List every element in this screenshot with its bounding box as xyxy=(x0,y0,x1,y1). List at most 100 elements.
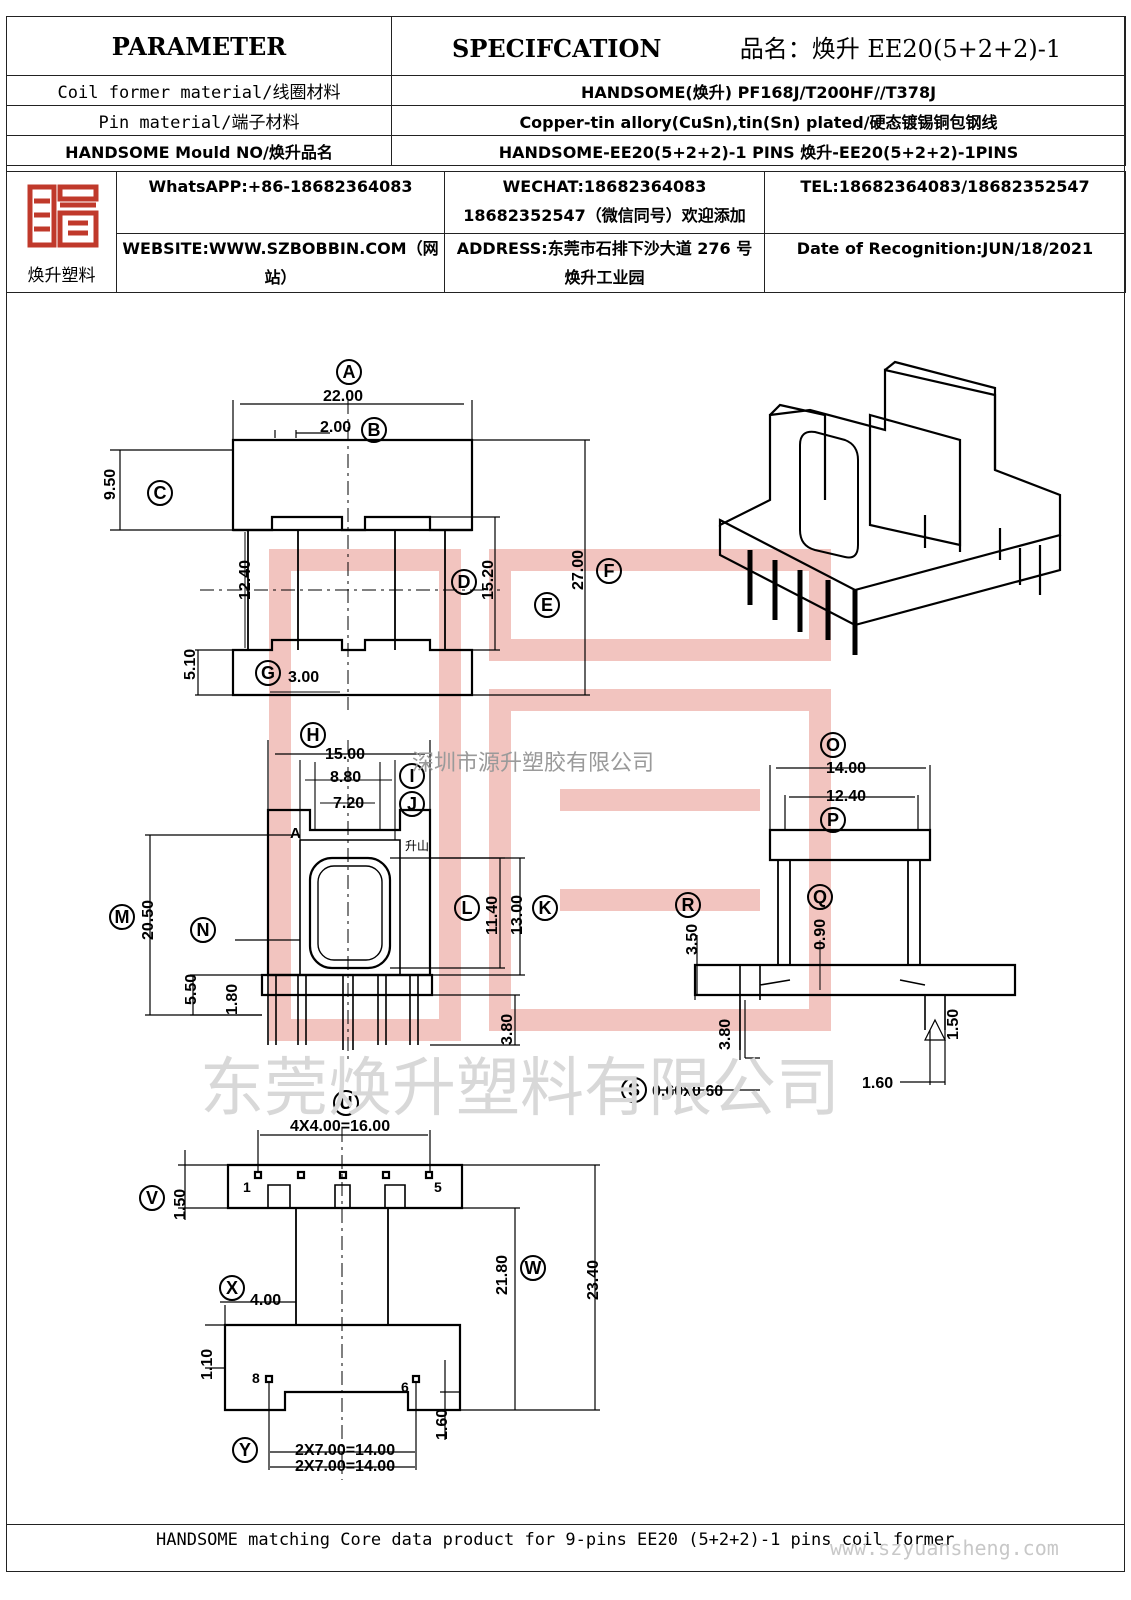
specification-heading: SPECIFCATION xyxy=(452,33,662,63)
svg-text:V: V xyxy=(146,1188,158,1208)
spec-heading-cell: SPECIFCATION 品名：焕升 EE20(5+2+2)-1 xyxy=(391,16,1126,76)
dim-w2340: 23.40 xyxy=(585,1260,602,1300)
pin-8: 8 xyxy=(252,1370,260,1386)
dim-v: 1.50 xyxy=(172,1189,189,1220)
dim-r380: 3.80 xyxy=(717,1019,734,1050)
svg-text:G: G xyxy=(261,663,275,683)
dim-r: 3.50 xyxy=(684,924,701,955)
ref-u: U xyxy=(333,1090,359,1116)
dim-r160: 1.60 xyxy=(862,1075,893,1092)
logo-watermark xyxy=(269,549,831,1041)
dim-w: 21.80 xyxy=(494,1255,511,1295)
dim-e: 27.00 xyxy=(570,550,587,590)
company-logo xyxy=(27,184,98,247)
ref-q: Q xyxy=(807,884,833,910)
dim-d: 15.20 xyxy=(480,560,497,600)
dim-m: 20.50 xyxy=(140,900,157,940)
svg-text:P: P xyxy=(827,810,839,830)
svg-text:K: K xyxy=(539,898,552,918)
dim-r150: 1.50 xyxy=(945,1009,962,1040)
side-view xyxy=(660,765,1017,1091)
svg-text:B: B xyxy=(368,420,381,440)
ref-d: D xyxy=(451,569,477,595)
coil-material-label: Coil former material/线圈材料 xyxy=(6,75,392,106)
footer-caption: HANDSOME matching Core data product for … xyxy=(6,1524,1125,1556)
dim-l: 11.40 xyxy=(484,896,501,935)
svg-text:J: J xyxy=(407,794,417,814)
svg-text:L: L xyxy=(462,898,473,918)
svg-text:M: M xyxy=(115,907,130,927)
pin-5: 5 xyxy=(434,1179,442,1195)
pin-6: 6 xyxy=(401,1379,409,1395)
address: ADDRESS:东莞市石排下沙大道 276 号焕升工业园 xyxy=(444,233,765,293)
dim-k: 13.00 xyxy=(509,895,526,935)
watermark-big: 东莞焕升塑料有限公司 xyxy=(200,1052,840,1124)
mould-no-label: HANDSOME Mould NO/焕升品名 xyxy=(6,135,392,166)
coil-material-value: HANDSOME(焕升) PF168J/T200HF//T378J xyxy=(391,75,1126,106)
ref-x: X xyxy=(219,1275,245,1301)
ref-b: B xyxy=(361,417,387,443)
dim-b: 2.00 xyxy=(320,419,351,436)
pin-1: 1 xyxy=(243,1179,251,1195)
dim-h: 15.00 xyxy=(325,746,365,763)
svg-text:R: R xyxy=(682,895,695,915)
spec-header-table: PARAMETER SPECIFCATION 品名：焕升 EE20(5+2+2)… xyxy=(6,16,1126,166)
svg-text:H: H xyxy=(307,725,320,745)
dim-y: 2X7.00=14.00 xyxy=(295,1442,395,1459)
dim-p: 12.40 xyxy=(826,788,866,805)
whatsapp: WhatsAPP:+86-18682364083 xyxy=(116,171,445,234)
logo-caption: 焕升塑料 xyxy=(27,265,96,286)
tel: TEL:18682364083/18682352547 xyxy=(764,171,1126,234)
wechat: WECHAT:18682364083 18682352547（微信同号）欢迎添加 xyxy=(444,171,765,234)
mould-no-value: HANDSOME-EE20(5+2+2)-1 PINS 焕升-EE20(5+2+… xyxy=(391,135,1126,166)
dim-i: 8.80 xyxy=(330,769,361,786)
ref-v: V xyxy=(139,1185,165,1211)
ref-f: F xyxy=(596,558,622,584)
ref-k: K xyxy=(532,895,558,921)
ref-m: M xyxy=(109,904,135,930)
svg-text:N: N xyxy=(197,920,210,940)
svg-text:D: D xyxy=(458,572,471,592)
svg-text:O: O xyxy=(826,735,840,755)
ref-h: H xyxy=(300,722,326,748)
svg-text:Y: Y xyxy=(239,1440,251,1460)
dim-x160: 1.60 xyxy=(434,1409,451,1440)
mark-a: A xyxy=(290,825,301,842)
ref-y: Y xyxy=(232,1437,258,1463)
top-view xyxy=(110,400,590,710)
dim-h5: 5.10 xyxy=(182,649,199,680)
dim-y2: 2X7.00=14.00 xyxy=(295,1458,395,1475)
svg-text:C: C xyxy=(154,483,167,503)
ref-e: E xyxy=(534,592,560,618)
mark-shan: 升山 xyxy=(405,839,429,853)
svg-text:W: W xyxy=(525,1258,542,1278)
iso-view xyxy=(718,360,1062,655)
dim-k380: 3.80 xyxy=(499,1014,516,1045)
ref-n: N xyxy=(190,917,216,943)
pin-labels: 1 5 8 6 A 升山 xyxy=(243,825,442,1395)
dim-a: 22.00 xyxy=(323,388,363,405)
contact-table: 焕升塑料 WhatsAPP:+86-18682364083 WECHAT:186… xyxy=(6,171,1126,293)
product-name: 品名：焕升 EE20(5+2+2)-1 xyxy=(739,34,1062,63)
svg-text:A: A xyxy=(343,362,356,382)
watermark-small: 深圳市源升塑胶有限公司 xyxy=(412,750,654,775)
dimension-labels: 22.00 2.00 9.50 12.40 15.20 27.00 5.10 3… xyxy=(102,388,962,1475)
ref-a: A xyxy=(336,359,362,385)
ref-o: O xyxy=(820,732,846,758)
ref-g: G xyxy=(255,660,281,686)
dim-n: 5.50 xyxy=(183,974,200,1005)
ref-j: J xyxy=(399,791,425,817)
svg-text:Q: Q xyxy=(813,887,827,907)
svg-text:U: U xyxy=(340,1093,353,1113)
ref-r: R xyxy=(675,892,701,918)
dim-s: 0.60x0.60 xyxy=(652,1083,723,1100)
recognition-date: Date of Recognition:JUN/18/2021 xyxy=(764,233,1126,293)
parameter-heading: PARAMETER xyxy=(6,16,392,76)
dim-q: 0.90 xyxy=(812,919,829,950)
ref-p: P xyxy=(820,807,846,833)
dim-c: 9.50 xyxy=(102,469,119,500)
svg-text:E: E xyxy=(541,595,553,615)
ref-c: C xyxy=(147,480,173,506)
dim-u: 4X4.00=16.00 xyxy=(290,1118,390,1135)
